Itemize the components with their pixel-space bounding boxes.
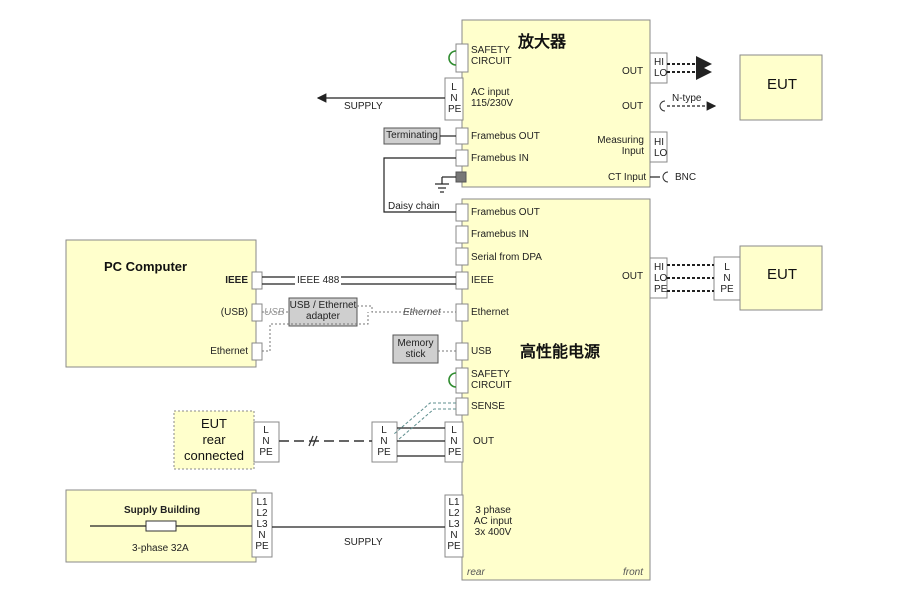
eut-right-connector bbox=[713, 256, 741, 301]
ps-serial-label: Serial from DPA bbox=[471, 252, 542, 263]
daisy-chain-wire bbox=[383, 157, 456, 213]
power-source-box bbox=[461, 198, 651, 581]
break-mark-2 bbox=[312, 435, 318, 447]
ground-icon bbox=[435, 176, 456, 193]
ct-input-label: CT Input bbox=[608, 172, 647, 183]
ps-ieee-port bbox=[455, 271, 469, 290]
ps-front-out-pins: HI LO PE bbox=[654, 262, 668, 295]
supply-building-rating: 3-phase 32A bbox=[132, 543, 189, 554]
measuring-input-pins: HI LO bbox=[654, 137, 668, 159]
ps-sense-port bbox=[455, 397, 469, 416]
fuse-symbol bbox=[145, 520, 177, 532]
intermediate-connector-box bbox=[371, 421, 398, 463]
eut-right-pins: L N PE bbox=[720, 262, 734, 295]
ps-front-label: front bbox=[623, 567, 644, 578]
memory-stick-label: Memory stick bbox=[397, 338, 434, 360]
ps-out-label: OUT bbox=[473, 436, 495, 447]
eut-rear-pins: L N PE bbox=[259, 425, 273, 458]
ps-framebus-in-label: Framebus IN bbox=[471, 229, 529, 240]
pc-computer-box bbox=[65, 239, 257, 368]
ps-ieee-label: IEEE bbox=[471, 275, 494, 286]
adapter-ethernet-cable bbox=[357, 305, 456, 313]
ps-ethernet-label: Ethernet bbox=[471, 307, 509, 318]
break-mark-1 bbox=[308, 435, 314, 447]
amplifier-out1-pins: HI LO bbox=[654, 57, 668, 79]
eut-top-label: EUT bbox=[767, 76, 797, 93]
ps-out-port bbox=[444, 421, 464, 463]
amplifier-safety-loop-icon bbox=[448, 50, 457, 66]
supply-cable-label: SUPPLY bbox=[344, 537, 383, 548]
n-type-connector-icon bbox=[659, 100, 666, 112]
amplifier-framebus-out-label: Framebus OUT bbox=[471, 131, 540, 142]
pc-ethernet-port bbox=[251, 342, 263, 361]
pc-usb-label: (USB) bbox=[220, 307, 248, 318]
amplifier-ac-label: AC input 115/230V bbox=[471, 87, 514, 109]
pc-ethernet-label: Ethernet bbox=[210, 346, 248, 357]
usb-cable-label: USB bbox=[264, 307, 285, 318]
amplifier-safety-label: SAFETY CIRCUIT bbox=[471, 45, 512, 67]
amplifier-measuring-port bbox=[649, 131, 668, 163]
ps-safety-loop-icon bbox=[448, 372, 457, 388]
intermediate-connector-pins: L N PE bbox=[377, 425, 391, 458]
ps-ac-input-label: 3 phase AC input 3x 400V bbox=[473, 505, 513, 538]
eut-right-label: EUT bbox=[767, 266, 797, 283]
ps-ethernet-port bbox=[455, 303, 469, 322]
ps-ac-input-port bbox=[444, 494, 464, 558]
amplifier-ac-input-port bbox=[444, 77, 464, 121]
pc-ieee-port bbox=[251, 271, 263, 290]
ps-serial-port bbox=[455, 247, 469, 266]
usb-ethernet-adapter bbox=[288, 297, 358, 327]
amplifier-framebus-in-port bbox=[455, 149, 469, 167]
supply-building-title: Supply Building bbox=[124, 505, 201, 516]
n-type-label: N-type bbox=[672, 93, 702, 104]
ps-front-out-label: OUT bbox=[622, 271, 644, 282]
amplifier-out2-label: OUT bbox=[622, 101, 644, 112]
ps-rear-label: rear bbox=[467, 567, 485, 578]
amplifier-out1-port bbox=[649, 52, 668, 84]
ps-safety-port bbox=[455, 367, 469, 394]
amplifier-title: 放大器 bbox=[518, 32, 567, 51]
ps-ac-input-pins: L1 L2 L3 N PE bbox=[447, 497, 461, 552]
eut-top-box bbox=[739, 54, 823, 121]
bnc-connector-icon bbox=[662, 171, 669, 183]
ps-usb-label: USB bbox=[471, 346, 492, 357]
pc-title: PC Computer bbox=[104, 259, 188, 274]
terminating-label: Terminating bbox=[386, 130, 438, 141]
supply-building-pins: L1 L2 L3 N PE bbox=[255, 497, 269, 552]
pc-ieee-label: IEEE bbox=[225, 275, 248, 286]
power-source-title: 高性能电源 bbox=[520, 342, 601, 361]
bnc-label: BNC bbox=[675, 172, 697, 183]
pc-ethernet-cable bbox=[262, 312, 369, 352]
amplifier-out1-label: OUT bbox=[622, 66, 644, 77]
amplifier-ground-stud bbox=[455, 171, 467, 183]
memory-stick bbox=[392, 334, 439, 364]
sense-wire-1 bbox=[393, 402, 456, 435]
ps-usb-port bbox=[455, 342, 469, 361]
amplifier-supply-label: SUPPLY bbox=[344, 101, 383, 112]
eut-rear-label: EUT rear connected bbox=[184, 416, 244, 463]
ps-safety-label: SAFETY CIRCUIT bbox=[471, 369, 512, 391]
amplifier-framebus-in-label: Framebus IN bbox=[471, 153, 529, 164]
measuring-input-label: Measuring Input bbox=[597, 135, 644, 157]
amplifier-box bbox=[461, 19, 651, 188]
usb-ethernet-adapter-label: USB / Ethernet adapter bbox=[289, 300, 357, 322]
ps-out-pins: L N PE bbox=[448, 425, 462, 458]
ieee488-label: IEEE 488 bbox=[295, 275, 342, 286]
ethernet-cable-label: Ethernet bbox=[403, 307, 441, 318]
amplifier-safety-port bbox=[455, 43, 469, 73]
ps-framebus-out-label: Framebus OUT bbox=[471, 207, 540, 218]
supply-building-connector bbox=[251, 492, 273, 558]
eut-right-box bbox=[739, 245, 823, 311]
amplifier-ac-pins: L N PE bbox=[448, 82, 462, 115]
ps-sense-label: SENSE bbox=[471, 401, 505, 412]
amplifier-framebus-out-port bbox=[455, 127, 469, 145]
pc-usb-port bbox=[251, 303, 263, 322]
ps-framebus-out-port bbox=[455, 203, 469, 222]
eut-rear-connector bbox=[253, 421, 280, 463]
ps-framebus-in-port bbox=[455, 225, 469, 244]
sense-wire-2 bbox=[397, 408, 456, 441]
daisy-chain-label: Daisy chain bbox=[388, 201, 440, 212]
